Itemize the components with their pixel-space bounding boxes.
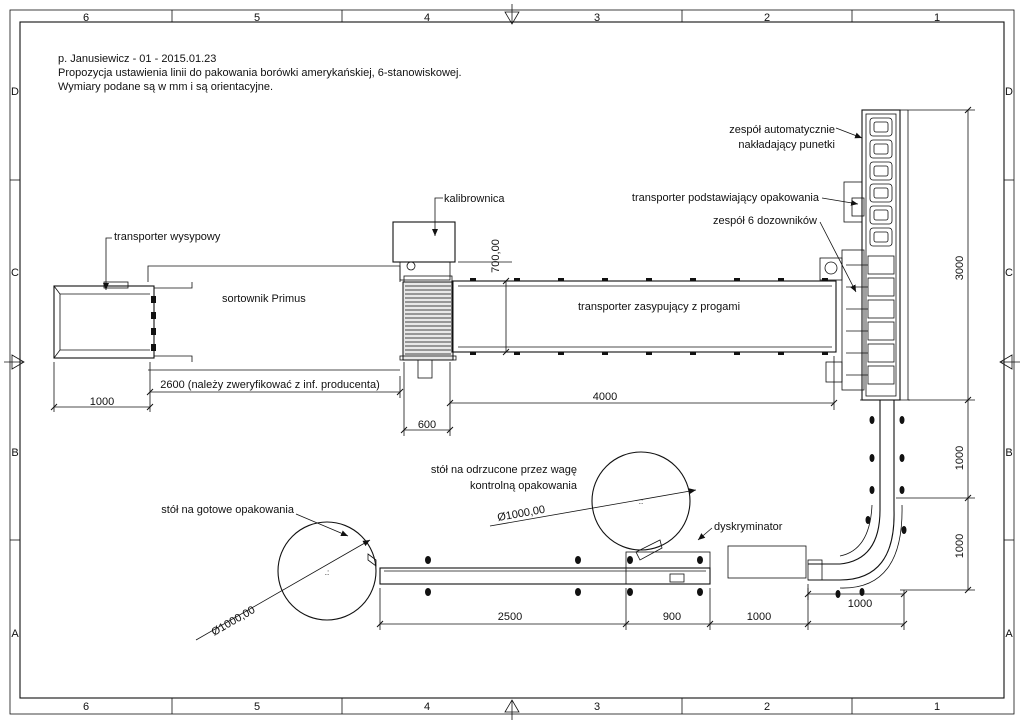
transporter-wysypowy <box>53 281 193 362</box>
sheet-frame <box>4 4 1020 720</box>
dim-2600: 2600 (należy zweryfikować z inf. produce… <box>160 379 380 391</box>
grid-row-label: D <box>11 86 19 98</box>
header-line-title: Propozycja ustawienia linii do pakowania… <box>58 67 462 79</box>
kalibrownica <box>392 221 457 379</box>
dim-600: 600 <box>418 419 436 431</box>
grid-row-label: A <box>1005 628 1013 640</box>
dim-3000: 3000 <box>954 256 966 280</box>
dim-diameter-left: Ø1000,00 <box>210 604 258 639</box>
label-transporter-podstawiajacy: transporter podstawiający opakowania <box>632 192 820 204</box>
grid-col-label: 5 <box>254 12 260 24</box>
svg-text:.:: .: <box>639 497 643 506</box>
grid-row-label: C <box>11 267 19 279</box>
grid-col-label: 6 <box>83 701 89 713</box>
header-line-author: p. Janusiewicz - 01 - 2015.01.23 <box>58 53 216 65</box>
grid-row-label: B <box>1005 447 1012 459</box>
bottom-conveyor <box>379 539 711 596</box>
grid-col-label: 4 <box>424 701 430 713</box>
grid-col-label: 1 <box>934 701 940 713</box>
label-transporter-zasypujacy: transporter zasypujący z progami <box>578 301 740 313</box>
label-transporter-wysypowy: transporter wysypowy <box>114 231 221 243</box>
svg-text:.:: .: <box>325 568 329 577</box>
grid-row-label: D <box>1005 86 1013 98</box>
grid-col-label: 2 <box>764 701 770 713</box>
grid-col-label: 6 <box>83 12 89 24</box>
grid-col-label: 3 <box>594 701 600 713</box>
dim-1000-bottom: 1000 <box>747 611 771 623</box>
dim-1000-v2: 1000 <box>954 534 966 558</box>
label-dozowniki: zespół 6 dozowników <box>713 215 817 227</box>
label-sortownik: sortownik Primus <box>222 293 306 305</box>
dimension-lines <box>53 109 975 630</box>
dimension-ticks <box>50 106 972 628</box>
grid-col-label: 3 <box>594 12 600 24</box>
dim-900: 900 <box>663 611 681 623</box>
grid-col-label: 2 <box>764 12 770 24</box>
sortownik-primus <box>147 265 401 371</box>
dim-4000: 4000 <box>593 391 617 403</box>
label-kalibrownica: kalibrownica <box>444 193 505 205</box>
table-odrzucone: .: <box>591 451 691 551</box>
grid-col-label: 1 <box>934 12 940 24</box>
dim-1000-left: 1000 <box>90 396 114 408</box>
header-line-note: Wymiary podane są w mm i są orientacyjne… <box>58 81 273 93</box>
dim-700: 700,00 <box>490 239 502 273</box>
table-gotowe: .: <box>277 521 377 621</box>
outfeed-conveyor <box>807 400 907 598</box>
dozowniki-column <box>819 109 910 401</box>
label-stol-gotowe: stół na gotowe opakowania <box>161 504 295 516</box>
label-zespol-punetki-1: zespół automatycznie <box>729 124 835 136</box>
label-zespol-punetki-2: nakładający punetki <box>738 139 835 151</box>
label-stol-odrzucone-1: stół na odrzucone przez wagę <box>431 464 577 476</box>
dim-1000-v1: 1000 <box>954 446 966 470</box>
transporter-zasypujacy <box>451 278 837 355</box>
dim-1000-horizontal: 1000 <box>848 598 872 610</box>
label-dyskryminator: dyskryminator <box>714 521 783 533</box>
grid-row-label: B <box>11 447 18 459</box>
grid-row-label: A <box>11 628 19 640</box>
label-stol-odrzucone-2: kontrolną opakowania <box>470 480 578 492</box>
grid-col-label: 5 <box>254 701 260 713</box>
dim-2500: 2500 <box>498 611 522 623</box>
dyskryminator-box <box>727 545 807 579</box>
grid-row-label: C <box>1005 267 1013 279</box>
grid-col-label: 4 <box>424 12 430 24</box>
